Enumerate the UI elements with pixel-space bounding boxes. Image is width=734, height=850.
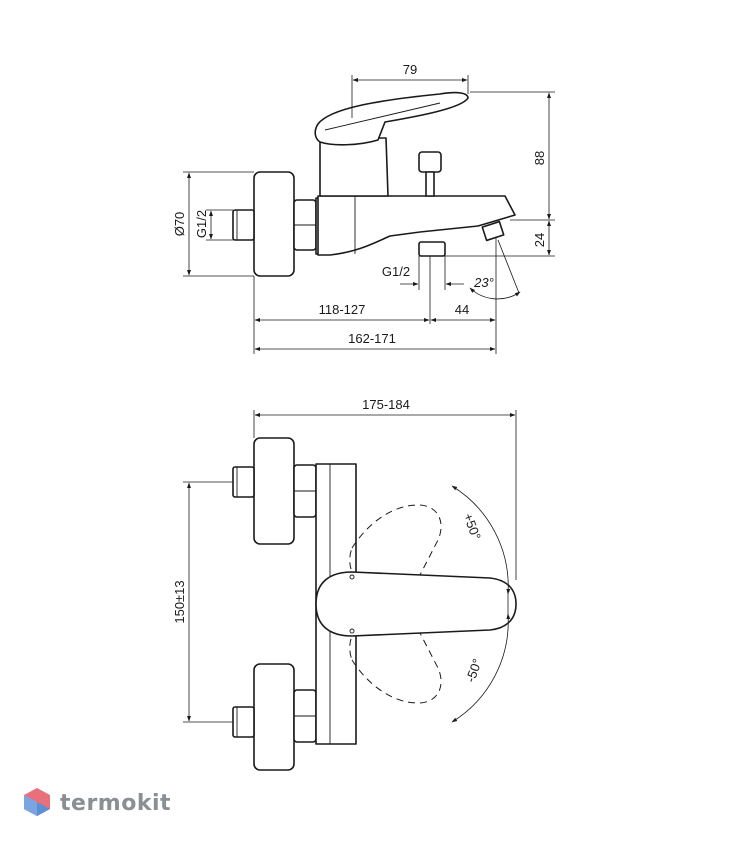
dim-162-171: 162-171 <box>348 331 396 346</box>
dim-44: 44 <box>455 302 469 317</box>
top-view: 175-184 +50° -50° 150±13 <box>172 397 517 771</box>
dim-88: 88 <box>532 151 547 165</box>
termokit-logo: termokit <box>24 788 171 816</box>
dim-24: 24 <box>532 233 547 247</box>
top-lower-inlet-stub <box>232 706 255 738</box>
side-cartridge <box>319 137 389 197</box>
dim-175-184: 175-184 <box>362 397 410 412</box>
side-diverter-knob <box>418 151 442 173</box>
side-handle-lever <box>314 91 469 146</box>
top-upper-inlet-stub <box>232 466 255 498</box>
side-bottom-outlet <box>418 241 446 257</box>
dim-angle-plus-50: +50° <box>461 511 484 542</box>
dim-79: 79 <box>403 62 417 77</box>
top-handle-lever <box>315 571 517 637</box>
termokit-logo-icon <box>24 788 50 816</box>
dim-g12-side: G1/2 <box>194 210 209 238</box>
dim-diameter-70: Ø70 <box>172 212 187 237</box>
side-wall-flange <box>253 171 295 277</box>
dim-150-13: 150±13 <box>172 580 187 623</box>
dim-118-127: 118-127 <box>319 302 366 317</box>
side-spout-outlet <box>481 220 505 242</box>
top-lower-wall-flange <box>253 663 295 771</box>
termokit-logo-text: termokit <box>60 791 171 816</box>
top-upper-wall-flange <box>253 437 295 545</box>
dim-g12-bottom: G1/2 <box>382 264 410 279</box>
side-view: 79 88 24 Ø70 G1/2 G1/2 23° <box>172 62 555 354</box>
dim-angle-23: 23° <box>473 275 494 290</box>
dim-angle-minus-50: -50° <box>463 657 485 685</box>
side-mixer-body <box>317 195 516 256</box>
side-inlet-stub <box>232 209 255 241</box>
